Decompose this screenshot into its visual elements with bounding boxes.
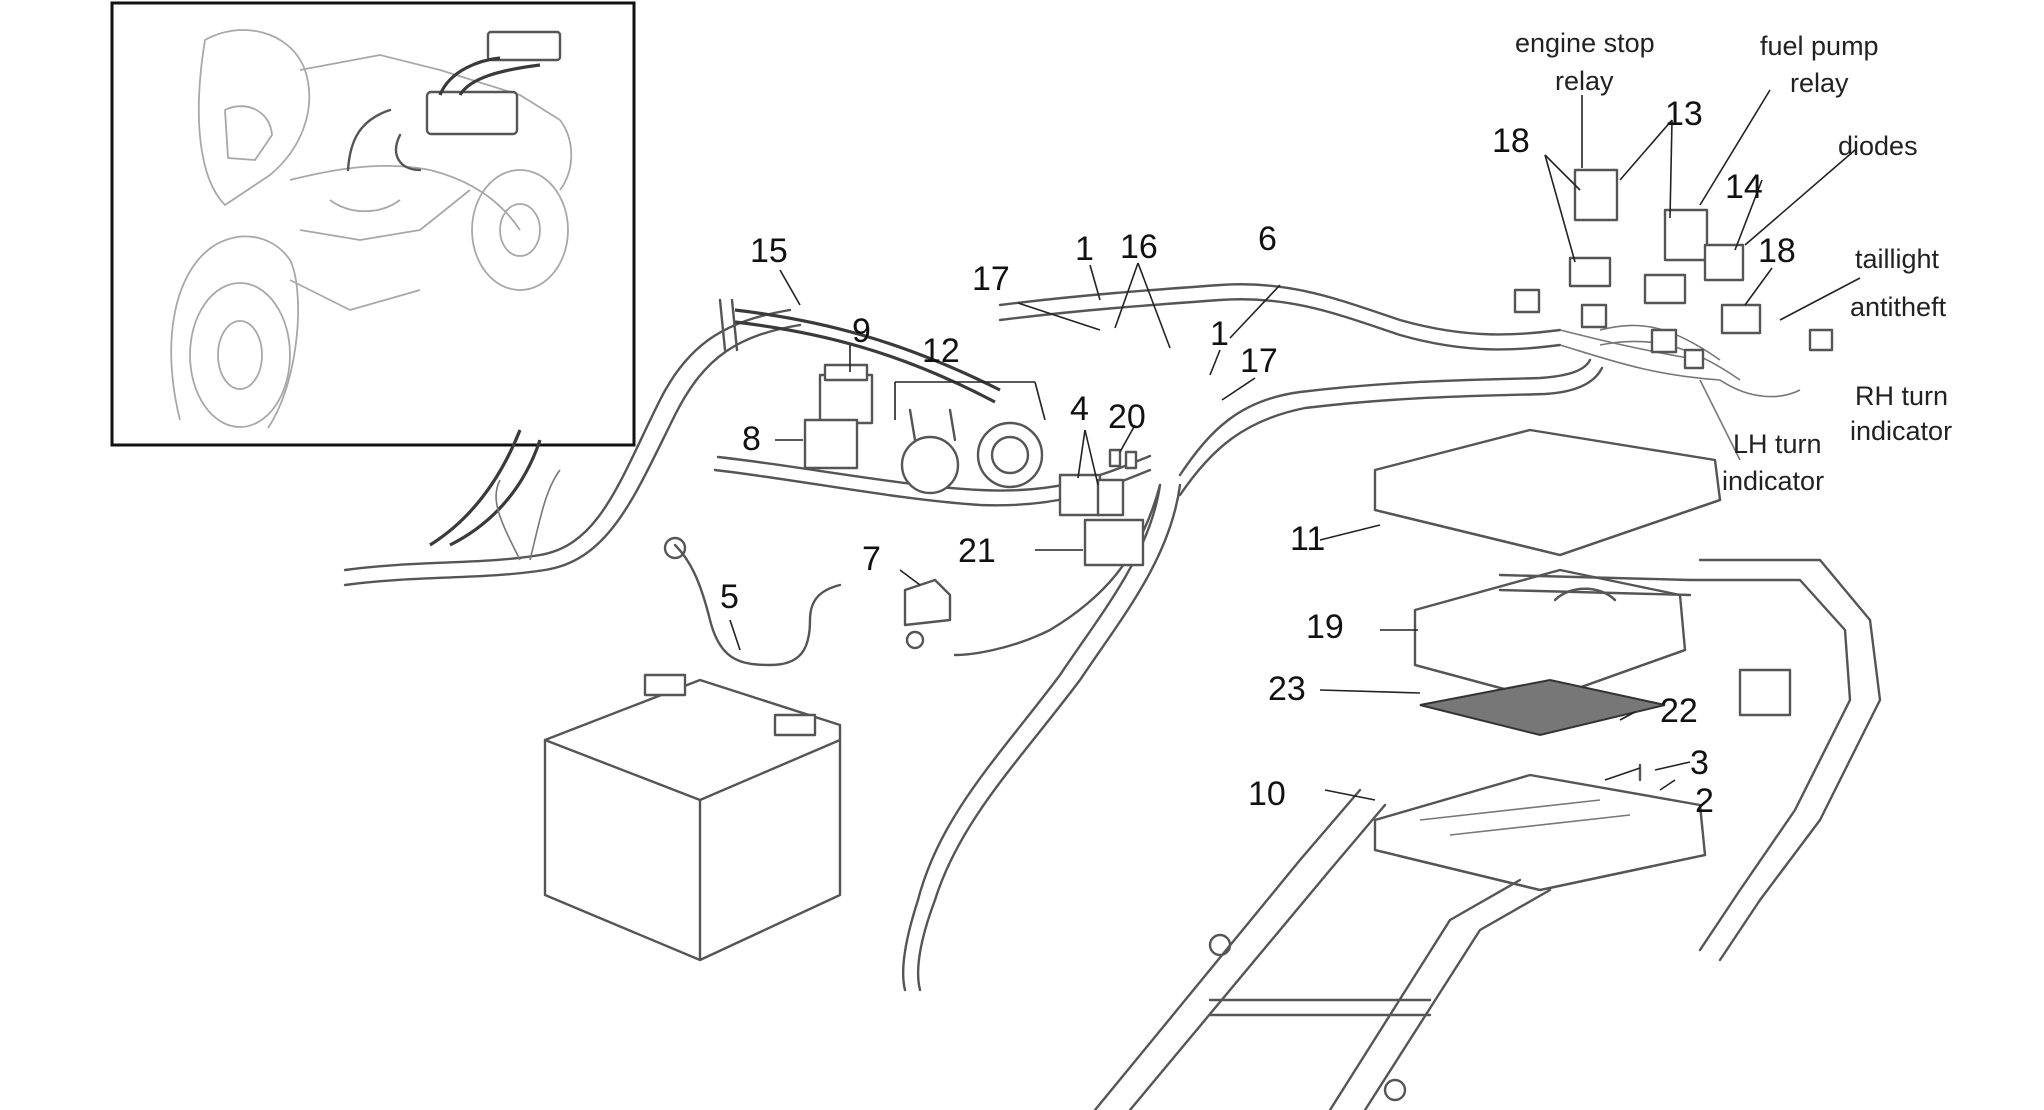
relay-8 <box>803 418 859 470</box>
label-fuel-pump-relay-line1: fuel pump <box>1760 31 1879 61</box>
label-lh-turn-line1: LH turn <box>1733 429 1822 459</box>
callout-7: 7 <box>862 540 881 578</box>
pad-23 <box>1419 678 1666 737</box>
callout-15: 15 <box>750 232 788 270</box>
motorcycle-sketch <box>170 29 573 429</box>
label-antitheft: antitheft <box>1850 292 1947 322</box>
label-fuel-pump-relay-line2: relay <box>1790 68 1849 98</box>
bracket-7 <box>903 578 952 650</box>
rear-frame <box>1093 558 1882 1110</box>
callout-9: 9 <box>852 312 871 350</box>
label-taillight: taillight <box>1855 244 1940 274</box>
callout-19: 19 <box>1306 608 1344 646</box>
label-lh-turn-line2: indicator <box>1722 466 1824 496</box>
relay-21 <box>1083 518 1145 567</box>
label-rh-turn-line2: indicator <box>1850 416 1952 446</box>
callout-1b: 1 <box>1210 315 1229 353</box>
callout-3: 3 <box>1690 744 1709 782</box>
tray-10 <box>1373 773 1707 892</box>
engine-stop-relay <box>1573 168 1619 222</box>
callout-8: 8 <box>742 420 761 458</box>
callout-22: 22 <box>1660 692 1698 730</box>
rear-relay-cluster <box>1568 168 1762 335</box>
fuse-clips-20 <box>1108 448 1138 470</box>
label-rh-turn-line1: RH turn <box>1855 381 1948 411</box>
leader-lines <box>729 89 1861 801</box>
callout-6: 6 <box>1258 220 1277 258</box>
callout-numbers: 1 1 2 3 4 5 6 7 8 9 10 11 12 13 14 15 16… <box>720 95 1796 820</box>
callout-11: 11 <box>1290 520 1325 558</box>
cover-11 <box>1373 428 1722 557</box>
diodes-block <box>1703 243 1745 282</box>
ground-cable-5 <box>663 536 842 667</box>
inset-frame <box>110 1 636 447</box>
callout-10: 10 <box>1248 775 1286 813</box>
label-engine-stop-relay-line1: engine stop <box>1515 28 1655 58</box>
label-diodes: diodes <box>1838 131 1918 161</box>
callout-16: 16 <box>1120 228 1158 266</box>
callout-17b: 17 <box>1240 342 1278 380</box>
relay-9 <box>818 363 874 425</box>
callout-18a: 18 <box>1492 122 1530 160</box>
fuel-pump-relay <box>1663 208 1709 262</box>
horns-12 <box>900 408 1044 495</box>
callout-13: 13 <box>1665 95 1703 133</box>
voltage-regulator-4 <box>1058 473 1125 517</box>
callout-23: 23 <box>1268 670 1306 708</box>
callout-1a: 1 <box>1075 230 1094 268</box>
text-labels: engine stop relay fuel pump relay diodes… <box>1515 28 1952 496</box>
callout-4: 4 <box>1070 390 1089 428</box>
control-unit-19 <box>1413 568 1687 702</box>
callout-2: 2 <box>1695 782 1714 820</box>
inset-motorcycle-view <box>110 1 636 447</box>
callout-12: 12 <box>922 332 960 370</box>
callout-14: 14 <box>1725 168 1763 206</box>
callout-5: 5 <box>720 578 739 616</box>
label-engine-stop-relay-line2: relay <box>1555 66 1614 96</box>
callout-21: 21 <box>958 532 996 570</box>
callout-18b: 18 <box>1758 232 1796 270</box>
battery <box>543 673 842 962</box>
callout-20: 20 <box>1108 398 1146 436</box>
callout-17a: 17 <box>972 260 1010 298</box>
